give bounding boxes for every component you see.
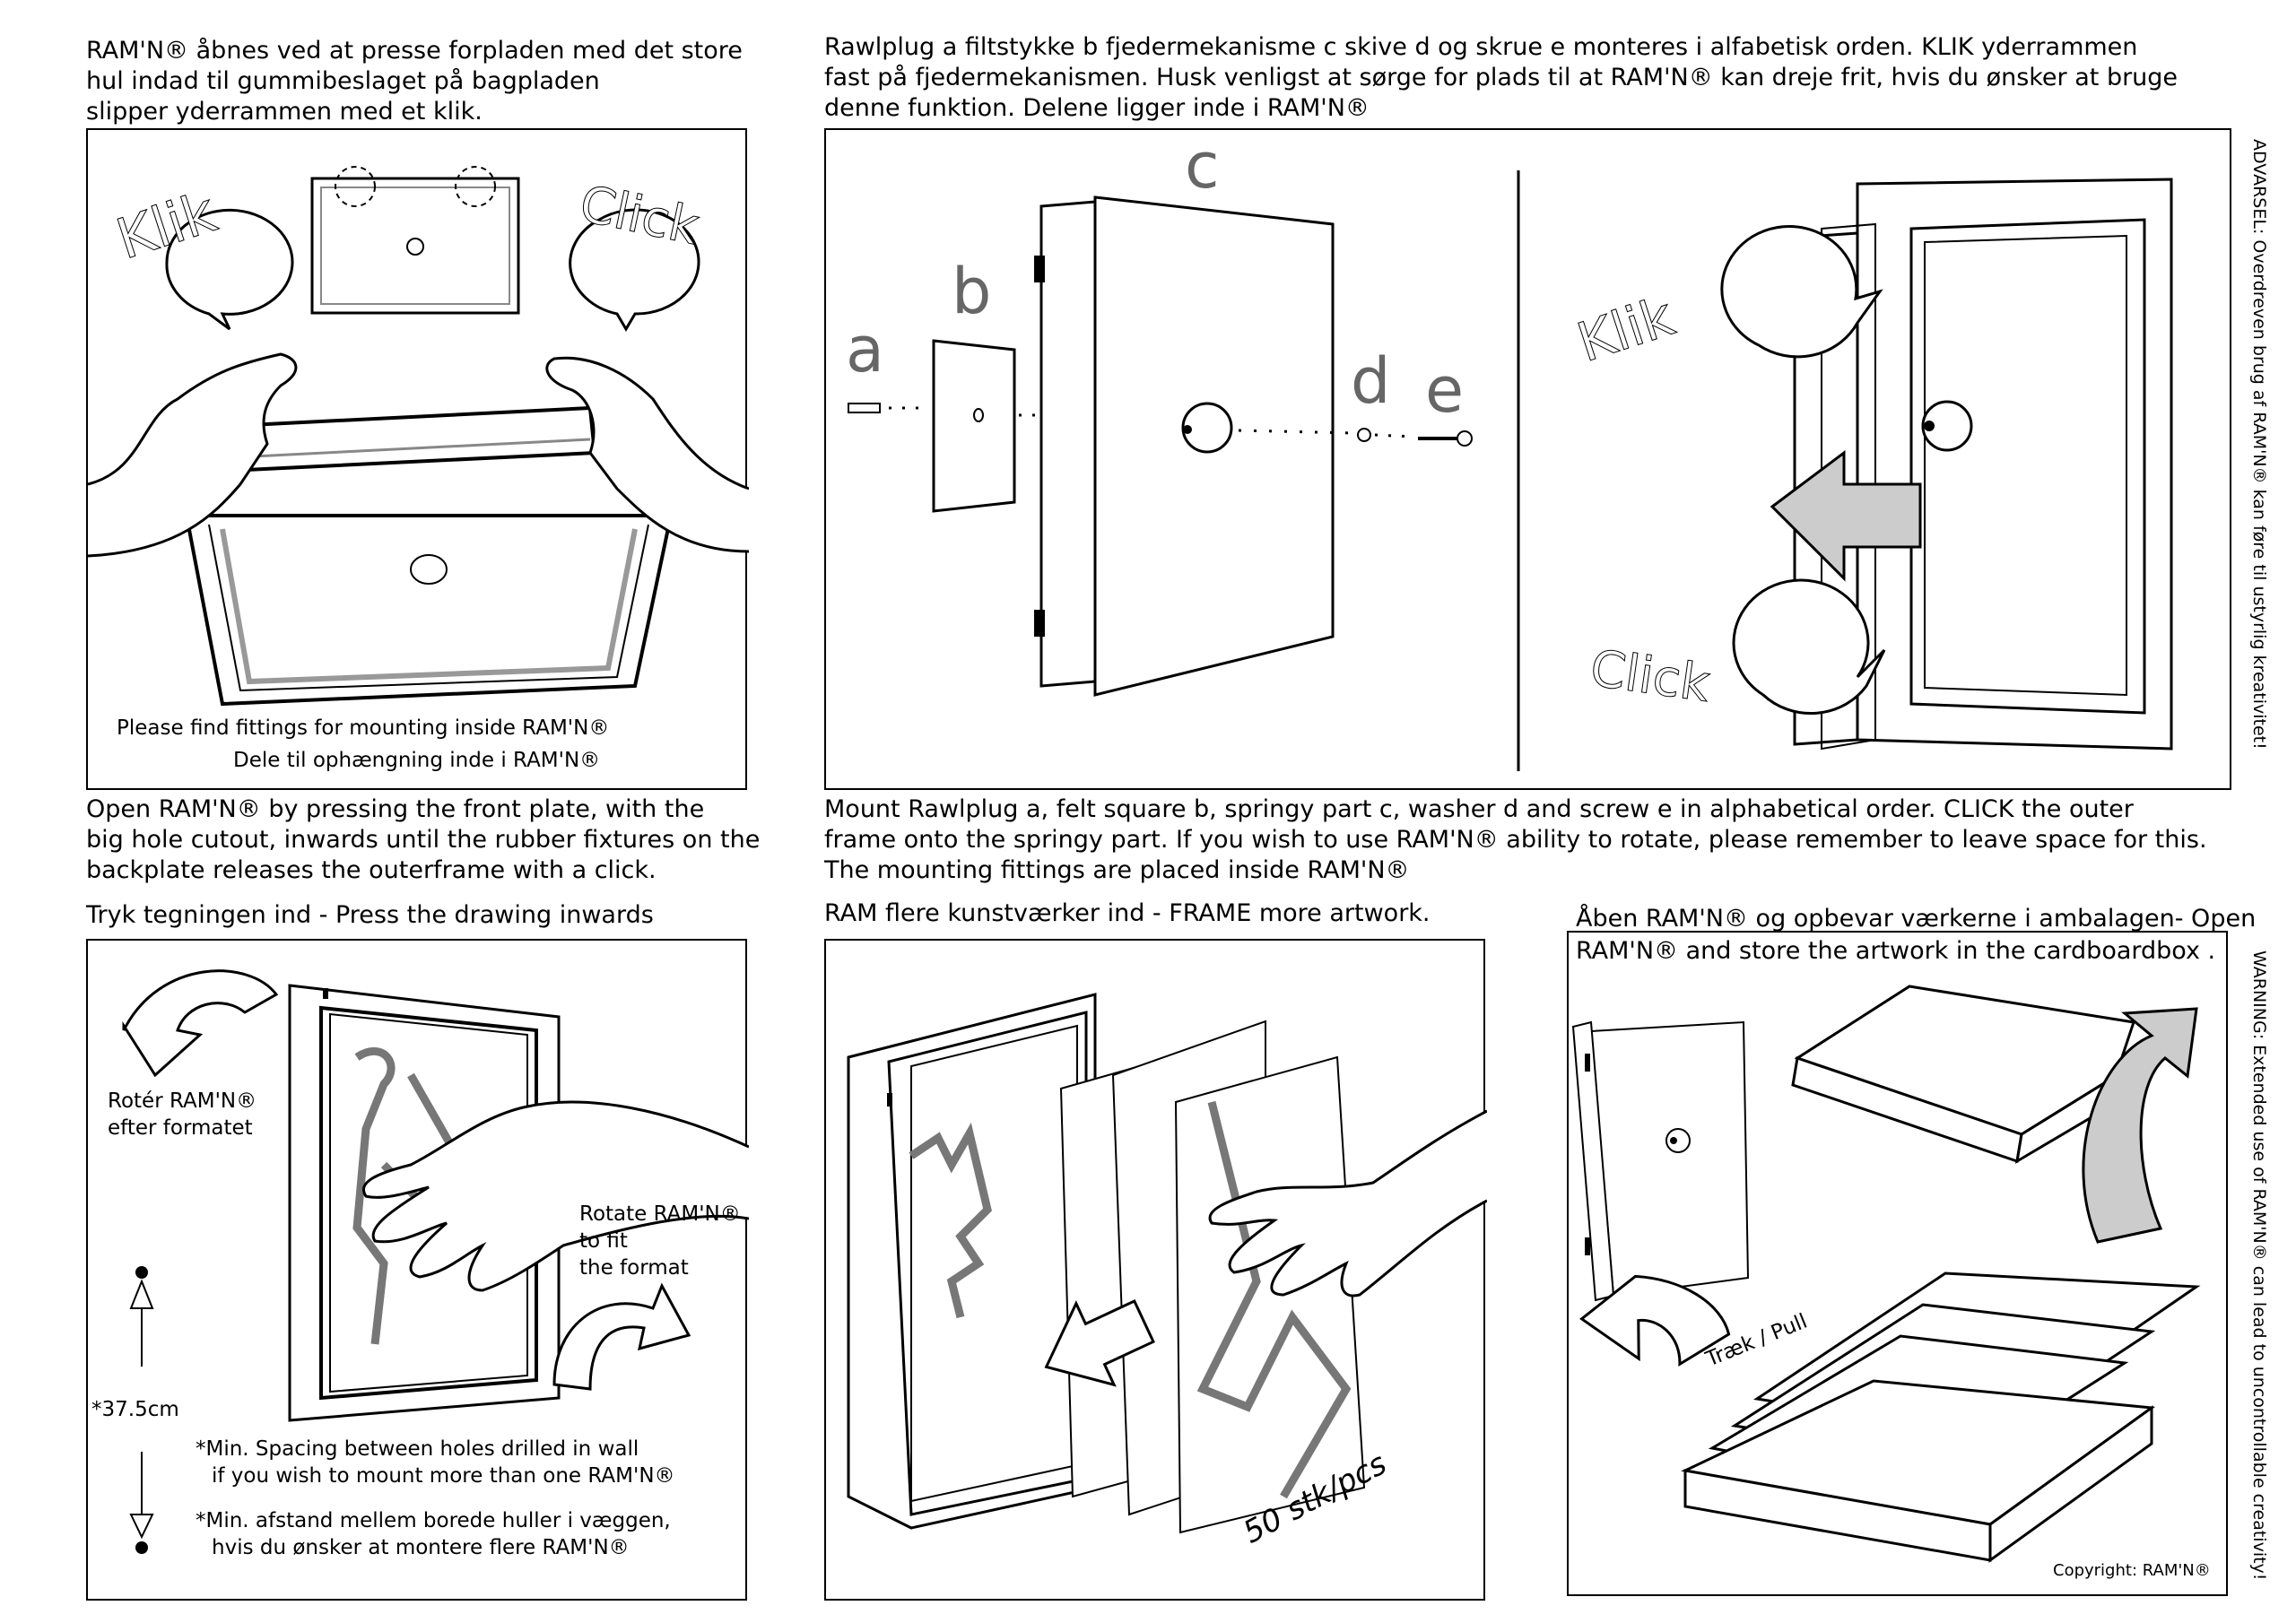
- open-frame-illustration: [88, 166, 749, 707]
- text-line: if you wish to mount more than one RAM'N…: [212, 1464, 675, 1488]
- text-line: to fit: [579, 1229, 628, 1253]
- panel-mounting: a b c d e Klik Click: [824, 128, 2231, 790]
- text-line: *Min. afstand mellem borede huller i væg…: [196, 1509, 671, 1532]
- store-heading-line1: Åben RAM'N® og opbevar værkerne i ambala…: [1576, 905, 2257, 933]
- text-line: Rawlplug a filtstykke b fjedermekanisme …: [824, 33, 2138, 61]
- text-line: *Min. Spacing between holes drilled in w…: [196, 1437, 639, 1461]
- text-line: backplate releases the outerframe with a…: [86, 856, 657, 884]
- text-line: slipper yderrammen med et klik.: [86, 98, 483, 126]
- mount-instructions-danish: Rawlplug a filtstykke b fjedermekanisme …: [824, 32, 2178, 124]
- text-line: Mount Rawlplug a, felt square b, springy…: [824, 795, 2134, 823]
- fittings-danish: Dele til ophængning inde i RAM'N®: [233, 749, 601, 772]
- text-line: denne funktion. Delene ligger inde i RAM…: [824, 94, 1370, 122]
- text-line: hul indad til gummibeslaget på bagpladen: [86, 67, 600, 95]
- label-a: a: [846, 313, 884, 386]
- spacing-note-danish: *Min. afstand mellem borede huller i væg…: [196, 1507, 671, 1561]
- panel-open-frame: Klik Click Please find fittings for moun…: [86, 128, 749, 790]
- mount-instructions-english: Mount Rawlplug a, felt square b, springy…: [824, 794, 2207, 886]
- spacing-note-english: *Min. Spacing between holes drilled in w…: [196, 1436, 675, 1489]
- fittings-english: Please find fittings for mounting inside…: [117, 716, 610, 740]
- mounting-illustration: [848, 170, 2173, 771]
- warning-danish-vertical: ADVARSEL: Overdreven brug af RAM'N® kan …: [2249, 139, 2269, 750]
- store-heading-line2: RAM'N® and store the artwork in the card…: [1576, 937, 2216, 965]
- panel-frame-artwork: 50 stk/pcs: [824, 939, 1487, 1601]
- press-heading: Tryk tegningen ind - Press the drawing i…: [86, 901, 654, 929]
- text-line: frame onto the springy part. If you wish…: [824, 826, 2207, 854]
- label-b: b: [952, 255, 992, 328]
- text-line: Rotate RAM'N®: [579, 1202, 741, 1226]
- rotate-illustration: [122, 969, 749, 1554]
- copyright: Copyright: RAM'N®: [2053, 1561, 2211, 1580]
- rotate-danish: Rotér RAM'N® efter formatet: [108, 1088, 257, 1141]
- text-line: the format: [579, 1256, 689, 1280]
- text-line: Rotér RAM'N®: [108, 1089, 257, 1113]
- open-instructions-danish: RAM'N® åbnes ved at presse forpladen med…: [86, 36, 743, 127]
- text-line: The mounting fittings are placed inside …: [824, 856, 1410, 884]
- frame-artwork-illustration: [847, 993, 1487, 1534]
- frame-heading: RAM flere kunstværker ind - FRAME more a…: [824, 899, 1431, 927]
- rotate-english: Rotate RAM'N® to fit the format: [579, 1201, 741, 1281]
- panel-rotate: Rotér RAM'N® efter formatet Rotate RAM'N…: [86, 939, 749, 1601]
- open-instructions-english: Open RAM'N® by pressing the front plate,…: [86, 794, 760, 886]
- text-line: efter formatet: [108, 1116, 253, 1140]
- label-d: d: [1351, 344, 1391, 418]
- label-e: e: [1425, 353, 1465, 427]
- store-artwork-illustration: [1571, 985, 2201, 1563]
- text-line: big hole cutout, inwards until the rubbe…: [86, 826, 761, 854]
- text-line: RAM'N® åbnes ved at presse forpladen med…: [86, 37, 743, 65]
- text-line: Open RAM'N® by pressing the front plate,…: [86, 795, 705, 823]
- label-c: c: [1185, 129, 1220, 203]
- text-line: hvis du ønsker at montere flere RAM'N®: [212, 1536, 630, 1559]
- panel-store-artwork: RAM'N® and store the artwork in the card…: [1567, 931, 2228, 1596]
- warning-english-vertical: WARNING: Extended use of RAM'N® can lead…: [2249, 950, 2269, 1581]
- text-line: fast på fjedermekanismen. Husk venligst …: [824, 64, 2179, 91]
- spacing-value: *37.5cm: [91, 1398, 179, 1421]
